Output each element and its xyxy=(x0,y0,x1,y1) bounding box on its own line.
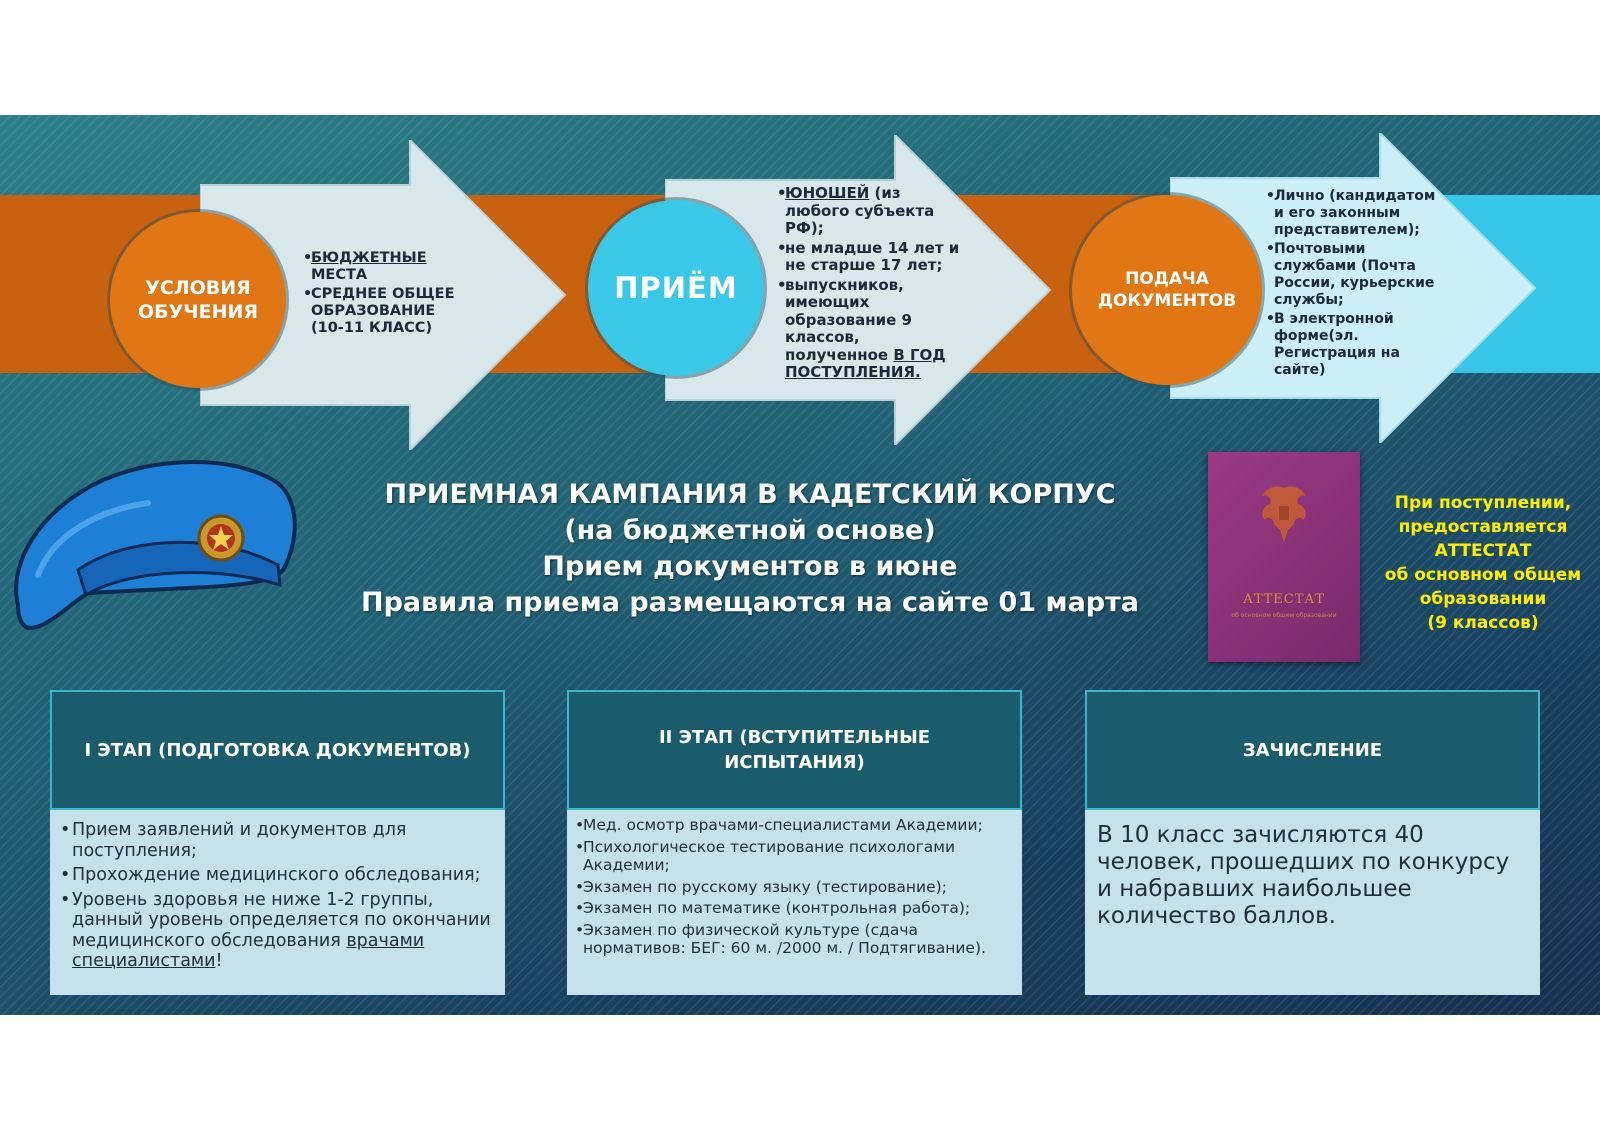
list-item: Мед. осмотр врачами-специалистами Академ… xyxy=(571,816,1016,835)
stage-2-panel: II ЭТАП (ВСТУПИТЕЛЬНЫЕ ИСПЫТАНИЯ) Мед. о… xyxy=(567,690,1022,995)
campaign-line-1: ПРИЕМНАЯ КАМПАНИЯ В КАДЕТСКИЙ КОРПУС xyxy=(384,479,1116,510)
stage-1-panel: I ЭТАП (ПОДГОТОВКА ДОКУМЕНТОВ) Прием зая… xyxy=(50,690,505,995)
campaign-line-4: Правила приема размещаются на сайте 01 м… xyxy=(360,587,1139,618)
stage-3-panel: ЗАЧИСЛЕНИЕ В 10 класс зачисляются 40 чел… xyxy=(1085,690,1540,995)
bullet-item: выпускников, имеющих образование 9 класс… xyxy=(777,276,962,382)
list-item: Прохождение медицинского обследования; xyxy=(56,865,495,886)
list-item: Прием заявлений и документов для поступл… xyxy=(56,820,495,861)
bullet-item: ЮНОШЕЙ (из любого субъекта РФ); xyxy=(777,184,962,238)
stage-3-title: ЗАЧИСЛЕНИЕ xyxy=(1085,690,1540,810)
certificate-image: АТТЕСТАТ об основном общем образовании xyxy=(1208,452,1360,662)
stage-2-body: Мед. осмотр врачами-специалистами Академ… xyxy=(567,810,1022,995)
stage-1-body: Прием заявлений и документов для поступл… xyxy=(50,810,505,995)
doctors-link: врачами специалистами xyxy=(72,930,425,972)
step-circle-submission: ПОДАЧА ДОКУМЕНТОВ xyxy=(1072,195,1262,385)
list-item: Экзамен по математике (контрольная работ… xyxy=(571,899,1016,918)
bullet-item: БЮДЖЕТНЫЕ МЕСТА xyxy=(303,250,468,284)
bullet-item: В электронной форме(эл. Регистрация на с… xyxy=(1266,311,1441,379)
poster: УСЛОВИЯ ОБУЧЕНИЯ ПРИЁМ ПОДАЧА ДОКУМЕНТОВ… xyxy=(0,115,1600,1015)
stage-3-body: В 10 класс зачисляются 40 человек, проше… xyxy=(1085,810,1540,995)
certificate-cover-word: АТТЕСТАТ xyxy=(1243,592,1325,607)
step-label: ПОДАЧА ДОКУМЕНТОВ xyxy=(1097,269,1237,311)
stage-2-title: II ЭТАП (ВСТУПИТЕЛЬНЫЕ ИСПЫТАНИЯ) xyxy=(567,690,1022,810)
step-circle-admission: ПРИЁМ xyxy=(588,200,764,376)
bullet-item: Почтовыми службами (Почта России, курьер… xyxy=(1266,241,1441,309)
step-label: ПРИЁМ xyxy=(614,271,738,305)
step2-bullets: ЮНОШЕЙ (из любого субъекта РФ); не младш… xyxy=(777,184,962,382)
step3-bullets: Лично (кандидатом и его законным предста… xyxy=(1266,188,1441,379)
blue-beret-icon xyxy=(14,460,297,630)
certificate-cover-subtitle: об основном общем образовании xyxy=(1231,612,1337,619)
stage-1-title: I ЭТАП (ПОДГОТОВКА ДОКУМЕНТОВ) xyxy=(50,690,505,810)
list-item: Уровень здоровья не ниже 1-2 группы, дан… xyxy=(56,890,495,972)
campaign-line-2: (на бюджетной основе) xyxy=(564,515,936,546)
step1-bullets: БЮДЖЕТНЫЕ МЕСТА СРЕДНЕЕ ОБЩЕЕ ОБРАЗОВАНИ… xyxy=(303,250,468,337)
enrollment-text: В 10 класс зачисляются 40 человек, проше… xyxy=(1097,822,1510,929)
list-item: Психологическое тестирование психологами… xyxy=(571,838,1016,875)
bullet-item: Лично (кандидатом и его законным предста… xyxy=(1266,188,1441,239)
coat-of-arms-icon xyxy=(1262,486,1306,542)
certificate-note: При поступлении, предоставляется АТТЕСТА… xyxy=(1384,493,1582,633)
list-item: Экзамен по физической культуре (сдача но… xyxy=(571,921,1016,958)
bullet-item: не младше 14 лет и не старше 17 лет; xyxy=(777,239,962,275)
campaign-line-3: Прием документов в июне xyxy=(542,551,958,582)
campaign-title: ПРИЕМНАЯ КАМПАНИЯ В КАДЕТСКИЙ КОРПУС (на… xyxy=(300,477,1200,621)
step-label: УСЛОВИЯ ОБУЧЕНИЯ xyxy=(137,277,259,323)
bullet-item: СРЕДНЕЕ ОБЩЕЕ ОБРАЗОВАНИЕ (10-11 КЛАСС) xyxy=(303,286,468,337)
step-circle-study-conditions: УСЛОВИЯ ОБУЧЕНИЯ xyxy=(110,212,286,388)
list-item: Экзамен по русскому языку (тестирование)… xyxy=(571,878,1016,897)
